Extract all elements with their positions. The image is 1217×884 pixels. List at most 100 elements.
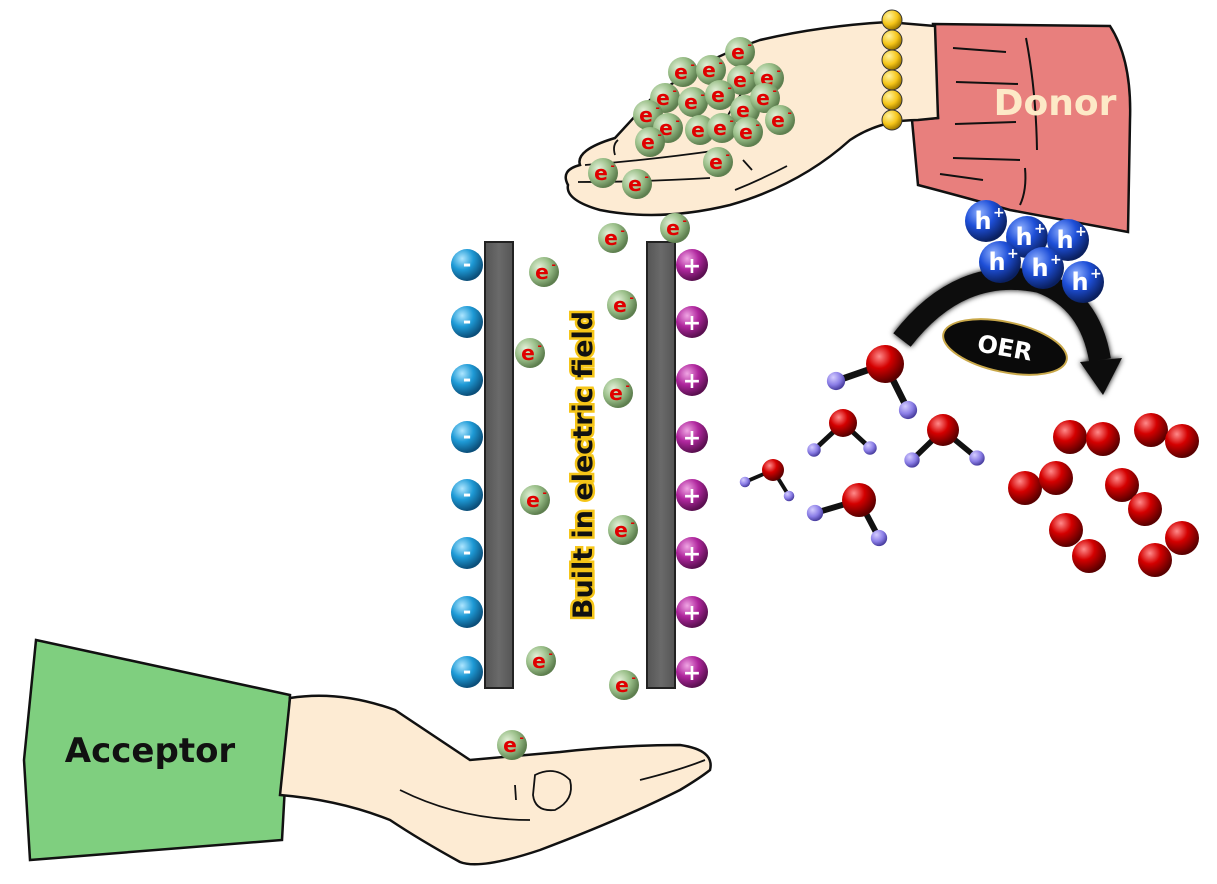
svg-text:-: - — [719, 57, 723, 69]
svg-text:e: e — [684, 90, 698, 114]
svg-text:-: - — [773, 85, 777, 97]
svg-text:+: + — [683, 311, 701, 336]
svg-text:e: e — [641, 130, 655, 154]
svg-text:-: - — [552, 259, 556, 271]
water-molecule — [806, 483, 888, 547]
svg-text:-: - — [730, 115, 734, 127]
svg-text:e: e — [609, 381, 623, 405]
positive-ion: + — [676, 537, 708, 569]
electron: e- — [635, 127, 665, 157]
svg-text:e: e — [736, 98, 750, 122]
svg-text:e: e — [739, 120, 753, 144]
oer-badge: OER — [942, 318, 1068, 376]
svg-text:-: - — [658, 129, 662, 141]
svg-text:+: + — [683, 542, 701, 567]
svg-text:e: e — [656, 86, 670, 110]
electron: e- — [727, 65, 757, 95]
svg-text:e: e — [709, 150, 723, 174]
svg-text:-: - — [463, 252, 471, 276]
electron: e- — [497, 730, 527, 760]
svg-text:-: - — [538, 340, 542, 352]
electron: e- — [750, 83, 780, 113]
svg-text:-: - — [632, 672, 636, 684]
positive-ion: + — [676, 479, 708, 511]
positive-ion: + — [676, 421, 708, 453]
electric-field-label: Built in electric field — [568, 311, 599, 619]
negative-ion: - — [451, 249, 483, 281]
svg-text:-: - — [463, 309, 471, 333]
svg-text:-: - — [463, 482, 471, 506]
electron: e- — [529, 257, 559, 287]
svg-text:+: + — [683, 484, 701, 509]
acceptor-hand — [278, 694, 712, 866]
svg-text:e: e — [615, 673, 629, 697]
svg-text:e: e — [702, 58, 716, 82]
svg-text:-: - — [630, 292, 634, 304]
svg-text:-: - — [756, 119, 760, 131]
oxygen-molecule — [1008, 461, 1073, 505]
electron: e- — [608, 515, 638, 545]
svg-text:e: e — [733, 68, 747, 92]
electron: e- — [668, 57, 698, 87]
svg-text:e: e — [604, 226, 618, 250]
svg-text:-: - — [549, 648, 553, 660]
hole: h+ — [1006, 216, 1048, 258]
positive-ion: + — [676, 364, 708, 396]
electron: e- — [515, 338, 545, 368]
hole: h+ — [1062, 261, 1104, 303]
svg-text:-: - — [676, 115, 680, 127]
oxygen-molecule — [1134, 413, 1199, 458]
svg-text:h: h — [1031, 254, 1048, 282]
svg-text:-: - — [777, 65, 781, 77]
bracelet — [881, 9, 903, 131]
svg-text:-: - — [750, 67, 754, 79]
particles: --------++++++++e-e-e-e-e-e-e-e-e-e-e-e-… — [451, 37, 1199, 760]
svg-text:+: + — [683, 369, 701, 394]
svg-text:-: - — [621, 225, 625, 237]
hole: h+ — [979, 241, 1021, 283]
electron: e- — [705, 80, 735, 110]
svg-text:-: - — [728, 82, 732, 94]
oxygen-molecule — [1105, 468, 1162, 526]
svg-text:e: e — [691, 118, 705, 142]
svg-text:e: e — [639, 103, 653, 127]
positive-plate — [646, 241, 676, 689]
svg-text:-: - — [463, 599, 471, 623]
svg-text:h: h — [1056, 226, 1073, 254]
electron: e- — [660, 213, 690, 243]
svg-text:+: + — [1007, 246, 1019, 262]
svg-text:e: e — [535, 260, 549, 284]
acceptor-arm: Acceptor — [22, 638, 712, 866]
electron: e- — [609, 670, 639, 700]
electron: e- — [696, 55, 726, 85]
svg-text:e: e — [711, 83, 725, 107]
svg-text:-: - — [673, 85, 677, 97]
svg-text:e: e — [659, 116, 673, 140]
positive-ion: + — [676, 596, 708, 628]
svg-text:+: + — [683, 661, 701, 686]
svg-text:-: - — [611, 160, 615, 172]
svg-text:e: e — [756, 86, 770, 110]
electron: e- — [703, 147, 733, 177]
acceptor-sleeve — [22, 638, 292, 862]
electron: e- — [622, 169, 652, 199]
svg-text:-: - — [631, 517, 635, 529]
oxygen-molecule — [1053, 420, 1120, 456]
svg-text:-: - — [788, 107, 792, 119]
svg-text:-: - — [701, 89, 705, 101]
negative-ion: - — [451, 479, 483, 511]
svg-text:-: - — [463, 367, 471, 391]
negative-ion: - — [451, 656, 483, 688]
negative-ion: - — [451, 596, 483, 628]
electron: e- — [707, 113, 737, 143]
svg-text:e: e — [613, 293, 627, 317]
water-molecule — [739, 459, 795, 502]
negative-plate — [484, 241, 514, 689]
hole: h+ — [1022, 247, 1064, 289]
electron: e- — [520, 485, 550, 515]
donor-label: Donor — [994, 83, 1117, 124]
negative-ion: - — [451, 537, 483, 569]
electron: e- — [725, 37, 755, 67]
svg-text:-: - — [520, 732, 524, 744]
